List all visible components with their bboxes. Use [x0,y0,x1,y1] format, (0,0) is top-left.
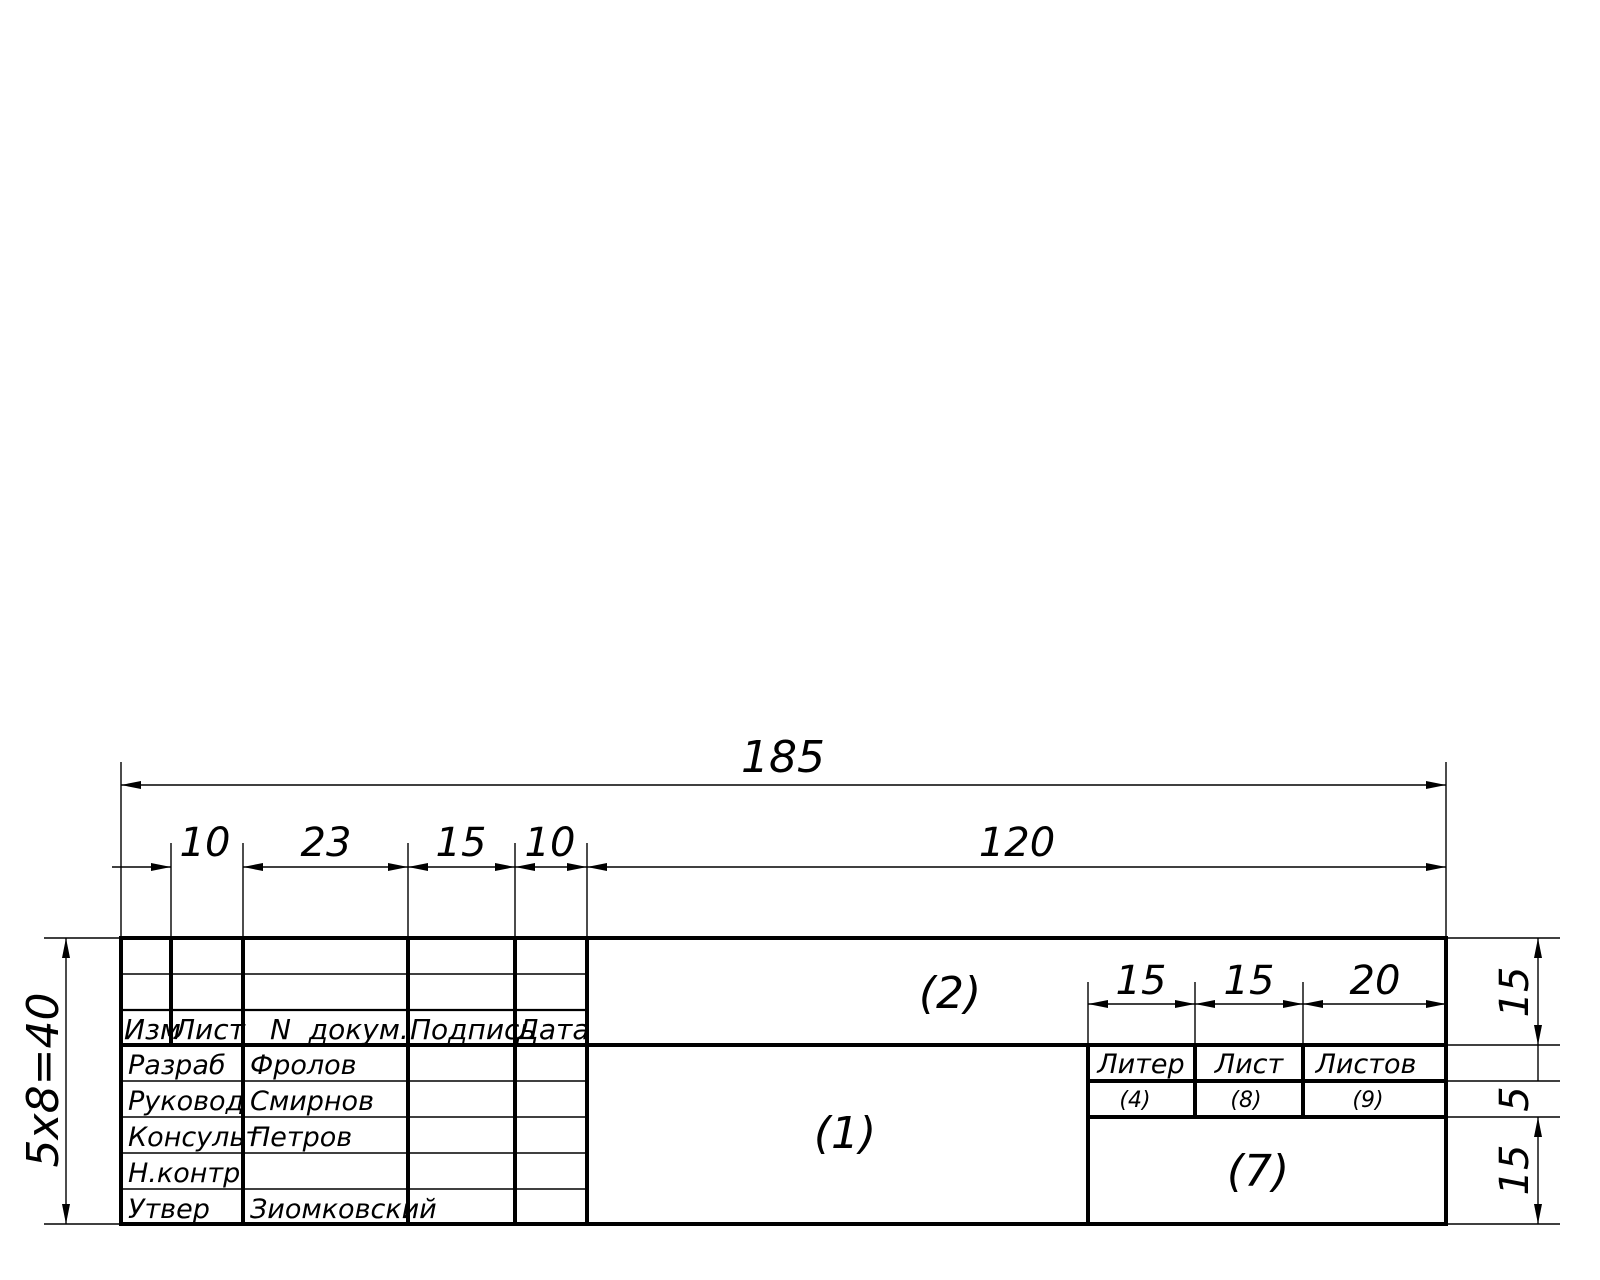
header-row: Изм Лист N докум. Подпись Дата [124,1013,590,1046]
side-liter-label: Литер [1096,1049,1184,1080]
role-label: Консульт [128,1122,262,1153]
roles-list: Разраб Фролов Руковод Смирнов Консульт П… [128,1050,437,1225]
role-name: Смирнов [250,1086,374,1117]
dim-label-23: 23 [301,820,352,866]
dim-label-right-5: 5 [1492,1086,1538,1111]
role-label: Утвер [128,1194,210,1225]
top-dimensions: 185 10 23 15 10 120 [112,732,1447,938]
title-block-frame [119,936,1448,1226]
side-listov-label: Листов [1315,1049,1417,1080]
side-list-label: Лист [1214,1049,1285,1080]
field-2: (2) [919,968,981,1019]
dim-label-listov: 20 [1350,958,1401,1004]
role-name: Зиомковский [250,1194,437,1225]
right-dimensions: 15 5 15 [1446,937,1560,1225]
header-list: Лист [173,1013,246,1046]
dim-label-10a: 10 [180,820,231,866]
dim-label-list: 15 [1224,958,1275,1004]
header-izm: Изм [124,1013,181,1046]
dim-label-10b: 10 [525,820,576,866]
role-label: Разраб [128,1050,226,1081]
field-1: (1) [814,1108,876,1159]
field-4: (4) [1119,1088,1150,1113]
dim-label-right-15b: 15 [1492,1145,1538,1196]
dim-label-height: 5x8=40 [18,993,69,1168]
dim-label-120: 120 [979,820,1055,866]
header-podpis: Подпись [410,1013,536,1046]
dim-label-15: 15 [436,820,487,866]
field-9: (9) [1352,1088,1383,1113]
dim-label-right-15a: 15 [1492,967,1538,1018]
role-label: Руковод [128,1086,244,1117]
header-n-dokum: N докум. [270,1013,409,1046]
role-name: Фролов [250,1050,357,1081]
header-data: Дата [515,1013,590,1046]
field-7: (7) [1227,1146,1289,1197]
dim-label-liter: 15 [1116,958,1167,1004]
field-8: (8) [1230,1088,1261,1113]
role-name: Петров [250,1122,352,1153]
left-dimension: 5x8=40 [18,937,121,1225]
dim-label-185: 185 [741,732,825,783]
role-label: Н.контр [128,1158,240,1189]
